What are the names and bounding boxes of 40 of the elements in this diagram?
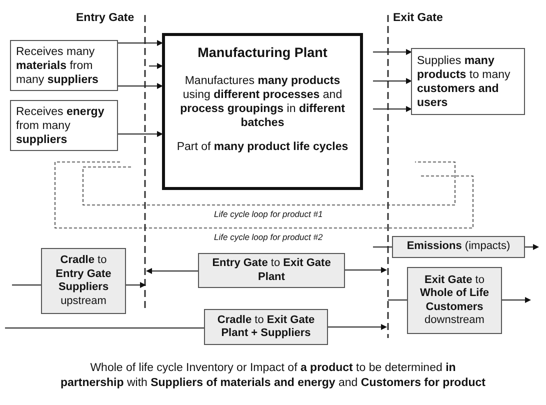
arrow [372, 106, 412, 112]
gate-label: Entry Gate [76, 12, 134, 24]
box-text: Receives energy from many suppliers [15, 104, 106, 146]
stage-box [204, 309, 328, 345]
arrow [524, 244, 539, 250]
connector-line [372, 246, 392, 248]
arrow [148, 63, 163, 69]
arrow [118, 131, 163, 137]
caption: Whole of life cycle Inventory or Impact of a product to be determined in partnership with Suppliers of materials and energy and Customers for product [60, 361, 486, 391]
box-text: Part of many product life cycles [176, 140, 350, 154]
connector-line [12, 284, 42, 286]
loop-label: Life cycle loop for product #2 [213, 232, 324, 242]
box-text: Emissions (impacts) [406, 240, 512, 254]
stage-box [198, 253, 345, 288]
stage-box [41, 248, 126, 314]
arrow [502, 297, 531, 303]
arrow [328, 324, 387, 330]
plant-box [162, 33, 363, 190]
box-text: Receives many materials from many suppliers [15, 44, 100, 86]
arrow [118, 40, 163, 46]
box-text: Manufactures many products using different processes and process groupings in different batches [179, 74, 346, 130]
stage-box [392, 236, 525, 258]
arrow [344, 267, 387, 273]
box-text: Supplies many products to many customers and users [416, 54, 512, 110]
loop-label: Life cycle loop for product #1 [213, 209, 324, 219]
box-text: Entry Gate to Exit Gate Plant [211, 257, 332, 284]
box-text: Cradle to Exit Gate Plant + Suppliers [216, 314, 316, 340]
text-box [411, 48, 525, 115]
box-text: Exit Gate to Whole of Life Customers downstream [418, 274, 490, 328]
stage-box [407, 267, 502, 334]
arrow [126, 282, 146, 288]
arrow [146, 268, 198, 274]
arrow [372, 78, 412, 84]
text-box [10, 100, 118, 151]
arrow [118, 83, 163, 89]
arrow [372, 49, 412, 55]
box-title: Manufacturing Plant [196, 46, 328, 60]
text-box [10, 40, 118, 91]
box-text: Cradle to Entry Gate Suppliers upstream [54, 254, 112, 308]
gate-label: Exit Gate [393, 12, 443, 24]
